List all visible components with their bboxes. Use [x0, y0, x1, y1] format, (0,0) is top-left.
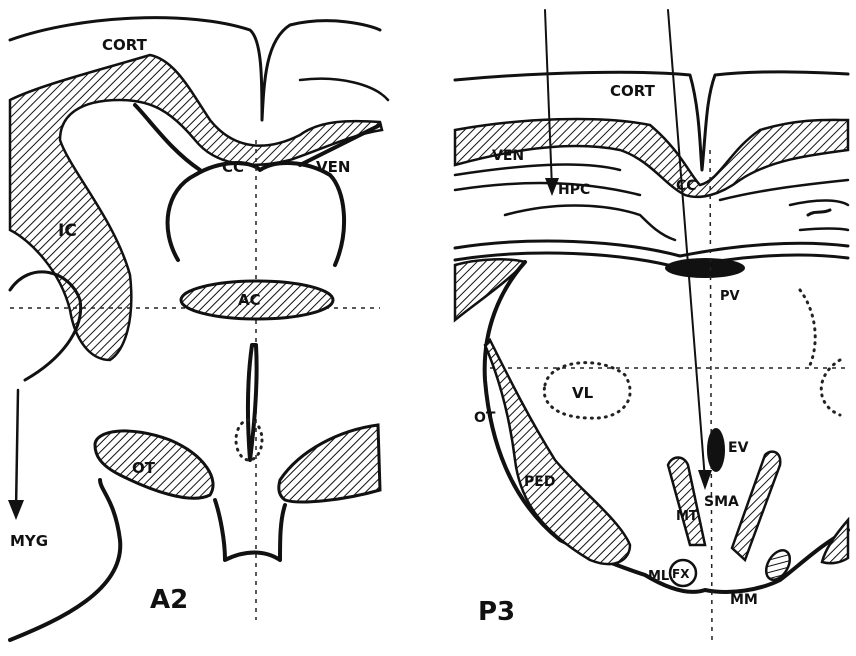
arrowhead-hpc: [545, 178, 559, 196]
label-cc-p3: CC: [676, 178, 697, 194]
electrode-track-hpc: [545, 10, 552, 188]
dark-mass-p3: [665, 258, 745, 278]
cortex-inner-a2: [300, 79, 388, 100]
label-pv-p3: PV: [720, 289, 740, 304]
hpc-squiggle-right: [808, 210, 830, 215]
panel-p3: CORT VEN HPC CC PV VL OT PED EV SMA MT M…: [455, 10, 848, 640]
diencephalon-outline-p3: [485, 262, 848, 592]
label-fx-p3: FX: [672, 567, 690, 581]
small-hatched-nucleus: [761, 546, 794, 584]
dotted-right-nucleus: [800, 290, 840, 415]
amyg-arrowhead: [8, 500, 24, 520]
label-vl-p3: VL: [572, 384, 594, 402]
midline-p3: [710, 150, 712, 640]
label-ot-p3: OT: [474, 410, 496, 426]
label-ped-p3: PED: [524, 474, 555, 490]
optic-tract-p3: [485, 340, 630, 564]
ev-nucleus: [707, 428, 725, 472]
label-ven-a2: VEN: [316, 158, 350, 176]
section-label-a2: A2: [150, 585, 188, 615]
label-mt-p3: MT: [676, 509, 698, 524]
panel-a2: CORT CC VEN IC AC OT MYG A2: [8, 18, 388, 640]
hatched-left-p3: [455, 259, 525, 320]
label-ac-a2: AC: [238, 291, 261, 309]
label-ic-a2: IC: [58, 221, 77, 241]
label-ven-p3: VEN: [492, 148, 524, 164]
label-hpc-p3: HPC: [558, 182, 590, 198]
label-cort-p3: CORT: [610, 82, 656, 100]
internal-capsule-a2: [10, 55, 382, 360]
optic-tract-right-a2: [279, 425, 380, 502]
label-sma-p3: SMA: [704, 494, 739, 510]
label-ev-p3: EV: [728, 440, 749, 456]
label-amyg-a2: MYG: [10, 532, 48, 550]
section-label-p3: P3: [478, 597, 515, 627]
label-cort-a2: CORT: [102, 36, 148, 54]
label-ot-a2: OT: [132, 459, 156, 477]
third-ventricle-a2: [248, 345, 257, 460]
mammillothalamic-right: [732, 452, 780, 560]
hippocampus-lines-p3: [505, 200, 848, 240]
electrode-track-sma: [668, 10, 705, 480]
label-mm-p3: MM: [730, 592, 758, 608]
arrowhead-sma: [698, 470, 712, 490]
amyg-arrow: [16, 390, 18, 510]
label-ml-p3: ML: [648, 569, 669, 584]
ventral-outline-a2: [10, 480, 285, 640]
label-cc-a2: CC: [222, 158, 244, 176]
